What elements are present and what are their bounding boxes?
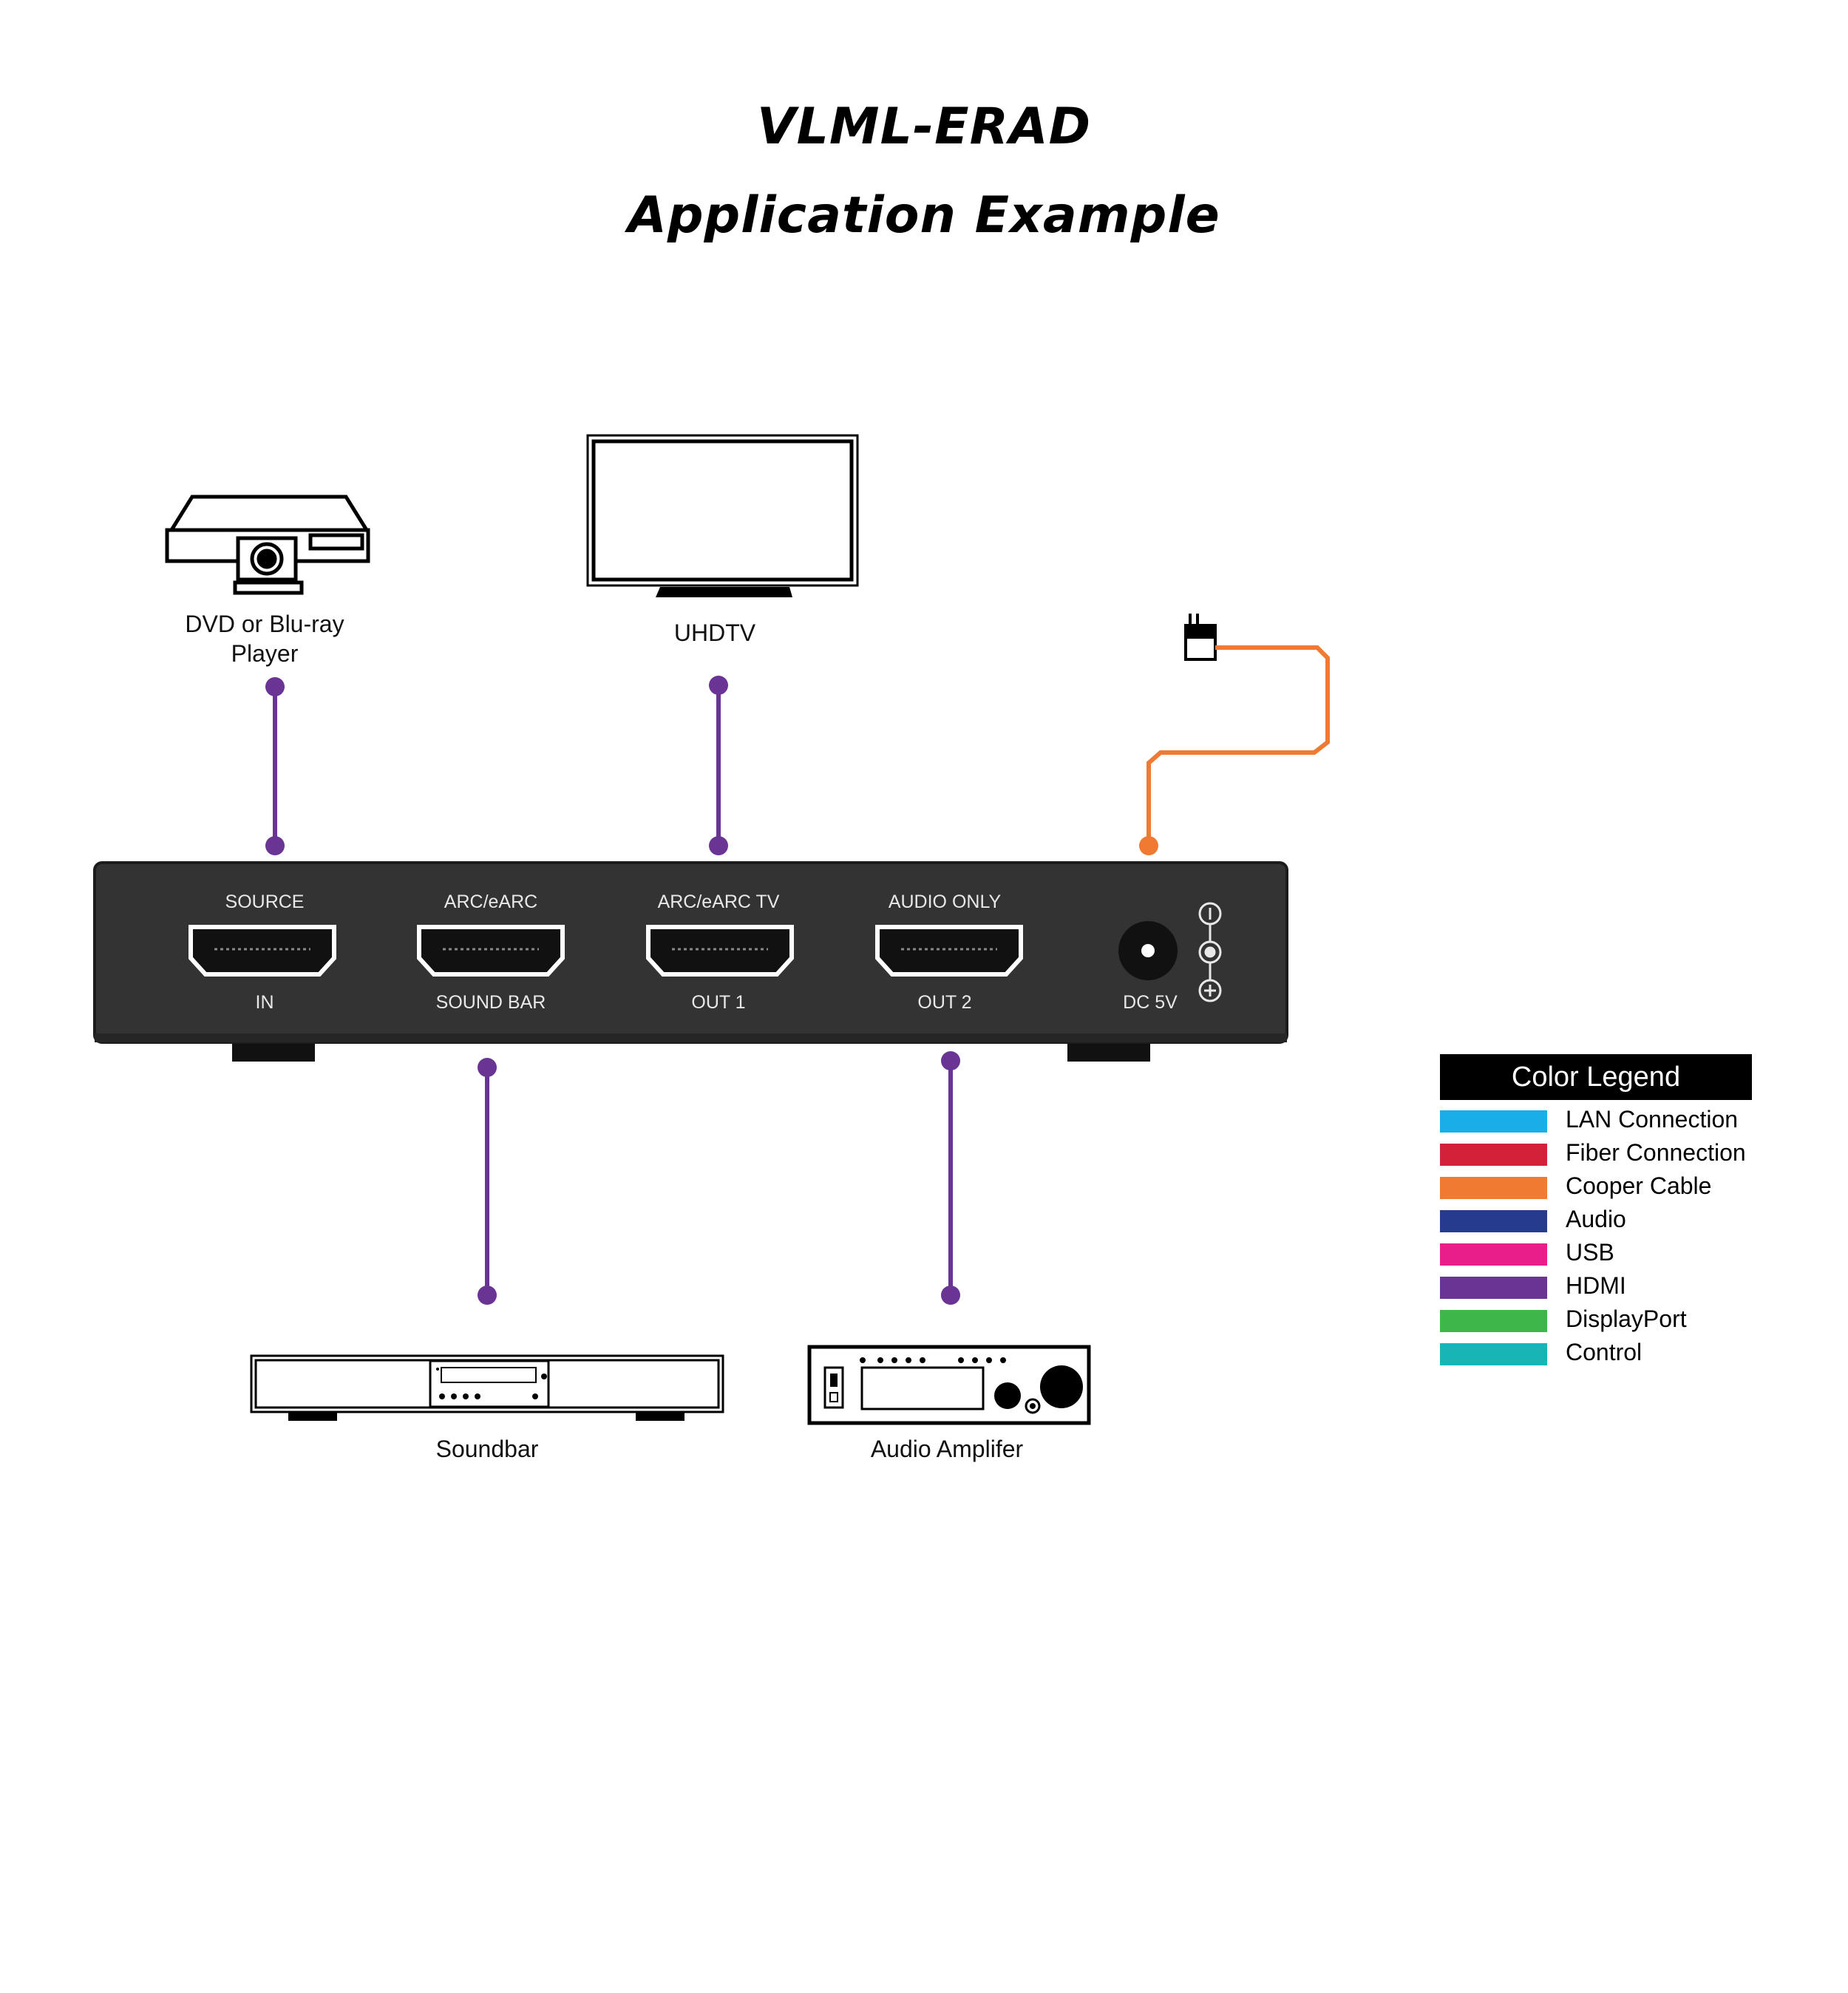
- hdmi-cable-amplifier: [941, 1051, 960, 1305]
- player-label: DVD or Blu-ray Player: [185, 611, 344, 667]
- legend-label: USB: [1566, 1239, 1614, 1266]
- soundbar-label: Soundbar: [435, 1436, 539, 1462]
- hdmi-port-out-1: [646, 925, 794, 977]
- polarity-icon: [1198, 902, 1222, 1002]
- legend-label: Audio: [1566, 1206, 1626, 1232]
- power-adapter-icon: [1184, 614, 1217, 661]
- port-label-in: IN: [255, 992, 274, 1013]
- port-label-sound-bar: SOUND BAR: [435, 992, 546, 1013]
- hdmi-port-in: [188, 925, 336, 977]
- legend-label: HDMI: [1566, 1272, 1626, 1299]
- legend-swatch: [1440, 1343, 1547, 1365]
- diagram-title: VLML-ERAD: [756, 98, 1092, 156]
- hdmi-port-sound-bar: [417, 925, 565, 977]
- legend-swatch: [1440, 1310, 1547, 1332]
- tv-label: UHDTV: [673, 619, 756, 646]
- hdmi-cable-soundbar: [478, 1058, 497, 1305]
- legend-title: Color Legend: [1440, 1054, 1752, 1100]
- legend-swatch: [1440, 1177, 1547, 1199]
- port-label-out-1: OUT 1: [691, 992, 746, 1013]
- legend-item: Cooper Cable: [1440, 1167, 1752, 1200]
- port-label-dc: DC 5V: [1123, 992, 1178, 1013]
- legend-item: HDMI: [1440, 1266, 1752, 1300]
- legend-swatch: [1440, 1210, 1547, 1232]
- legend-item: Control: [1440, 1333, 1752, 1366]
- legend-item: USB: [1440, 1233, 1752, 1266]
- blu-ray-player-icon: [165, 495, 370, 595]
- tv-icon: [586, 434, 859, 597]
- legend-label: LAN Connection: [1566, 1106, 1739, 1133]
- legend-label: Fiber Connection: [1566, 1139, 1746, 1166]
- port-label-audio-only: AUDIO ONLY: [888, 892, 1002, 912]
- amplifier-label: Audio Amplifer: [870, 1436, 1024, 1462]
- hdmi-cable-tv: [709, 676, 728, 855]
- legend-label: DisplayPort: [1566, 1306, 1687, 1332]
- port-label-arc: ARC/eARC: [444, 892, 538, 912]
- legend-item: DisplayPort: [1440, 1300, 1752, 1333]
- hdmi-port-out-2: [875, 925, 1023, 977]
- soundbar-icon: [250, 1354, 724, 1421]
- legend-swatch: [1440, 1243, 1547, 1266]
- power-cable: [1139, 645, 1330, 855]
- port-label-source: SOURCE: [225, 892, 305, 912]
- dc-power-jack: [1118, 921, 1178, 980]
- legend-label: Cooper Cable: [1566, 1172, 1712, 1199]
- diagram-subtitle: Application Example: [628, 186, 1220, 245]
- port-label-out-2: OUT 2: [917, 992, 972, 1013]
- color-legend: Color Legend LAN Connection Fiber Connec…: [1440, 1054, 1752, 1366]
- legend-label: Control: [1566, 1339, 1643, 1365]
- hdmi-cable-source: [265, 677, 285, 855]
- legend-item: LAN Connection: [1440, 1100, 1752, 1133]
- legend-swatch: [1440, 1110, 1547, 1133]
- legend-item: Fiber Connection: [1440, 1133, 1752, 1167]
- legend-swatch: [1440, 1144, 1547, 1166]
- amplifier-icon: [807, 1345, 1091, 1425]
- port-label-arc-tv: ARC/eARC TV: [657, 892, 780, 912]
- legend-item: Audio: [1440, 1200, 1752, 1233]
- legend-swatch: [1440, 1277, 1547, 1299]
